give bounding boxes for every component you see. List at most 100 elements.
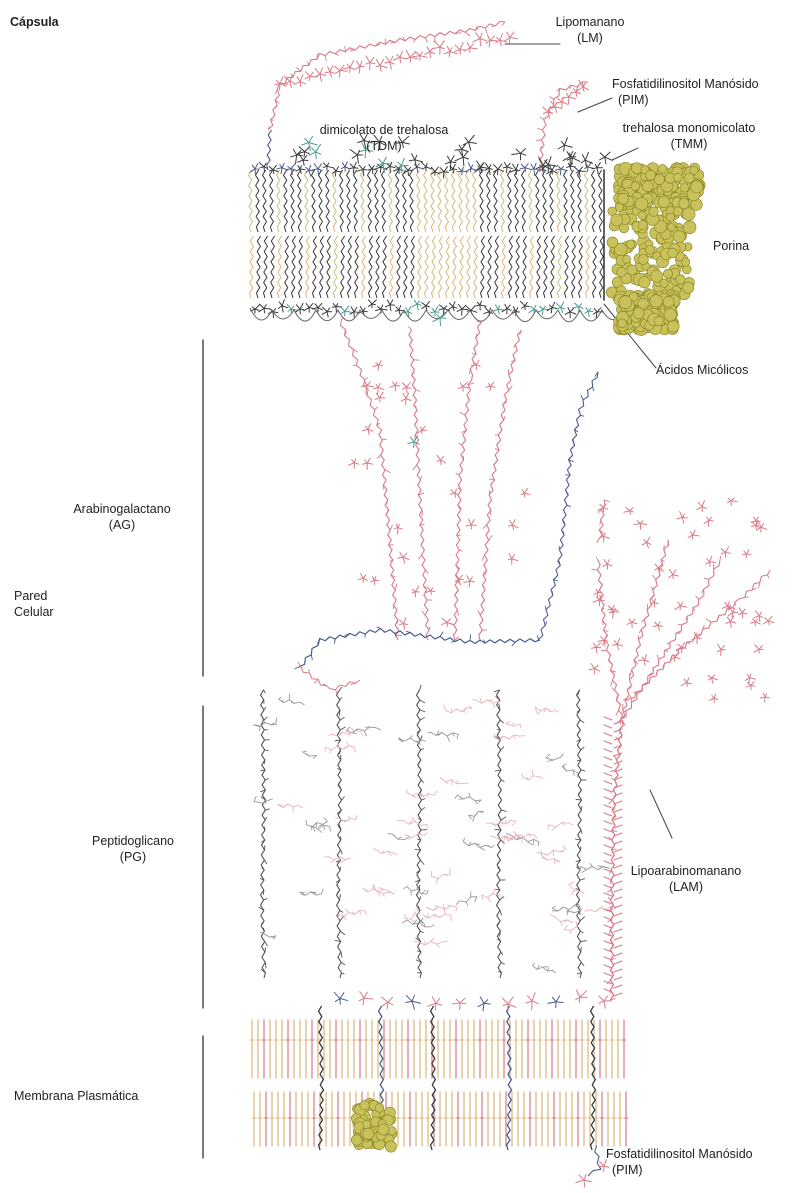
stroke-segment <box>455 45 460 50</box>
stroke-segment <box>698 502 702 506</box>
side-branch <box>585 910 590 912</box>
side-branch <box>501 962 504 964</box>
stroke-segment <box>768 616 772 621</box>
stroke-segment <box>408 307 411 312</box>
glycolipid-headgroup <box>581 152 592 166</box>
stroke-segment <box>320 68 322 74</box>
side-branch <box>279 697 282 699</box>
side-branch <box>647 604 648 609</box>
mycolic-chain-lower <box>501 236 505 298</box>
mycolic-chain-lower <box>543 236 547 298</box>
side-branch <box>429 627 430 630</box>
stroke-segment <box>422 303 426 306</box>
stroke-segment <box>525 168 530 169</box>
stroke-segment <box>754 616 759 618</box>
stroke-segment <box>427 47 430 52</box>
side-branch <box>530 639 534 642</box>
ag-branch <box>479 330 522 640</box>
mycolic-acid-layer <box>248 162 624 322</box>
mycolic-chain-lower <box>536 236 540 298</box>
side-branch <box>639 630 641 633</box>
stroke-segment <box>376 309 381 311</box>
stroke-segment <box>415 160 417 168</box>
stroke-segment <box>570 308 574 312</box>
stroke-segment <box>453 169 454 173</box>
stroke-segment <box>560 169 561 175</box>
side-branch <box>493 703 495 707</box>
stroke-segment <box>341 167 345 169</box>
lam-mannose-side <box>604 733 612 736</box>
stroke-segment <box>284 76 290 81</box>
stroke-segment <box>500 34 502 40</box>
mycolic-chain-upper <box>577 170 581 232</box>
side-branch <box>478 611 480 615</box>
side-branch <box>500 910 502 915</box>
stroke-segment <box>336 171 341 172</box>
stroke-segment <box>330 66 333 72</box>
stroke-segment <box>612 606 614 609</box>
stroke-segment <box>463 382 468 386</box>
stroke-segment <box>470 577 472 581</box>
stroke-segment <box>428 1003 436 1006</box>
side-branch <box>506 721 509 723</box>
stroke-segment <box>323 163 327 166</box>
lam-mannose-side <box>604 741 612 744</box>
side-branch <box>538 842 539 846</box>
stroke-segment <box>507 309 511 311</box>
stroke-segment <box>255 164 258 169</box>
side-branch <box>338 780 341 784</box>
side-branch <box>696 596 699 599</box>
stroke-segment <box>480 33 482 39</box>
side-branch <box>265 750 269 751</box>
stroke-segment <box>469 135 475 142</box>
mycolic-chain-upper <box>388 170 392 232</box>
mycolic-chain-lower <box>487 236 491 298</box>
side-branch <box>360 910 361 914</box>
stroke-segment <box>406 1001 412 1002</box>
stroke-segment <box>342 68 350 70</box>
side-branch <box>581 395 583 400</box>
side-branch <box>273 106 277 109</box>
stroke-segment <box>395 385 399 386</box>
stroke-segment <box>323 166 327 167</box>
side-branch <box>264 860 266 864</box>
side-branch <box>420 718 424 720</box>
stroke-segment <box>363 166 365 169</box>
membrane-headgroup <box>359 992 373 1005</box>
side-branch <box>341 850 343 854</box>
lam-mannose-side <box>604 925 612 928</box>
stroke-segment <box>442 618 447 623</box>
lam-arabinan-sugar <box>754 645 763 653</box>
stroke-segment <box>462 309 468 310</box>
porin-bead <box>623 255 631 263</box>
stroke-segment <box>440 172 444 173</box>
side-branch <box>563 767 566 771</box>
stroke-segment <box>644 540 647 543</box>
stroke-segment <box>681 682 686 685</box>
stroke-segment <box>305 72 310 77</box>
side-branch <box>348 816 350 818</box>
side-branch <box>420 710 425 712</box>
stroke-segment <box>450 493 454 494</box>
stroke-segment <box>495 305 498 310</box>
mycolic-chain-upper <box>367 170 371 232</box>
stroke-segment <box>447 619 451 623</box>
stroke-segment <box>630 508 633 511</box>
side-branch <box>340 895 341 900</box>
stroke-segment <box>755 645 759 650</box>
stroke-segment <box>562 102 568 104</box>
stroke-segment <box>449 307 453 310</box>
side-branch <box>412 818 415 822</box>
side-branch <box>465 32 470 36</box>
side-branch <box>364 731 366 736</box>
side-branch <box>264 899 267 900</box>
stroke-segment <box>530 169 534 170</box>
stroke-segment <box>469 581 470 587</box>
side-branch <box>419 555 422 559</box>
head-group-top <box>440 167 448 178</box>
head-group-top <box>341 162 348 171</box>
stroke-segment <box>525 168 526 172</box>
stroke-segment <box>264 305 266 309</box>
side-branch <box>254 725 260 726</box>
